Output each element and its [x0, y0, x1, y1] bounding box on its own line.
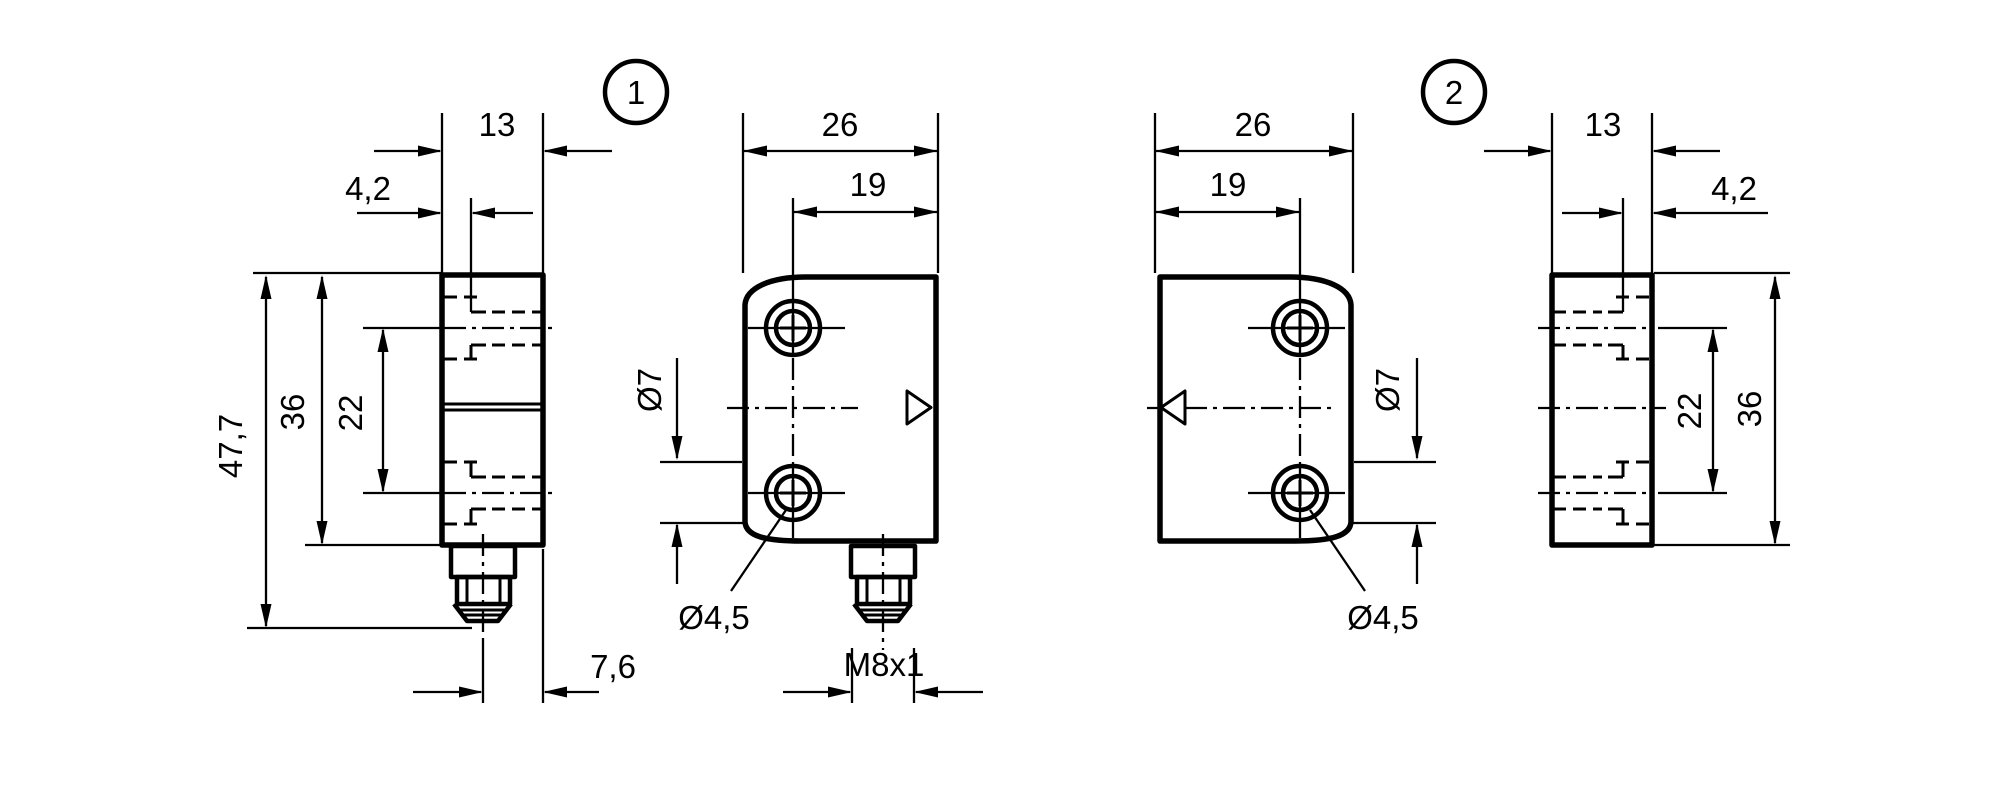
beam-direction-arrow-icon: [905, 389, 933, 426]
housing-outline: [439, 272, 546, 548]
dim-connector-offset: 7,6: [590, 648, 636, 685]
dim-counterbore: Ø7: [631, 368, 668, 412]
view-side-left: 13 4,2 47,7 36 22: [212, 106, 636, 703]
dim-mounting-hole: Ø4,5: [1347, 599, 1419, 636]
dim-width: 26: [822, 106, 859, 143]
dim-hole-to-edge: 19: [850, 166, 887, 203]
dim-width: 26: [1235, 106, 1272, 143]
dim-sleeve-depth: 4,2: [1711, 170, 1757, 207]
dim-mounting-hole: Ø4,5: [678, 599, 750, 636]
beam-direction-arrow-icon: [1159, 389, 1187, 426]
figure-1-circle-icon: [602, 58, 670, 126]
mounting-hole-upper-side: [444, 198, 556, 361]
dim-hole-spacing: 22: [1671, 393, 1708, 430]
dimensions-side-right: 13 4,2 22 36: [1484, 106, 1790, 547]
mounting-hole-lower: [748, 463, 845, 523]
mounting-hole-upper-side: [1538, 198, 1650, 361]
leader-line: [730, 509, 787, 592]
dim-hole-spacing: 22: [332, 395, 369, 432]
view-side-right: 13 4,2 22 36: [1484, 106, 1790, 548]
dim-body-height: 36: [274, 394, 311, 431]
m8-connector-side: [448, 534, 518, 642]
m8-connector-front: [848, 534, 918, 650]
figure-1-label: 1: [627, 74, 645, 111]
dim-sleeve-depth: 4,2: [345, 170, 391, 207]
view-front-left: 26 19 Ø7 Ø4,5 M8x1: [631, 106, 983, 703]
mounting-hole-lower: [1248, 463, 1345, 523]
dim-body-height: 36: [1731, 391, 1768, 428]
mounting-hole-upper: [1248, 298, 1345, 358]
figure-2-badge: 2: [1420, 58, 1488, 126]
figure-1-badge: 1: [602, 58, 670, 126]
housing-outline: [1549, 272, 1655, 548]
dim-total-height: 47,7: [212, 414, 249, 478]
dim-hole-to-edge: 19: [1210, 166, 1247, 203]
housing-outline: [742, 274, 939, 544]
dim-connector-thread: M8x1: [844, 646, 925, 683]
view-front-right: 26 19 Ø7 Ø4,5: [1147, 106, 1436, 636]
dimensions-front-right: 26 19 Ø7 Ø4,5: [1153, 106, 1436, 636]
mounting-hole-upper: [748, 298, 845, 358]
mounting-hole-lower-side: [1538, 460, 1650, 526]
dimensions-side-left: 13 4,2 47,7 36 22: [212, 106, 636, 703]
figure-2-label: 2: [1445, 74, 1463, 111]
dim-width: 13: [479, 106, 516, 143]
figure-2-circle-icon: [1420, 58, 1488, 126]
dim-width: 13: [1585, 106, 1622, 143]
dim-counterbore: Ø7: [1369, 368, 1406, 412]
mounting-hole-lower-side: [444, 460, 556, 526]
leader-line: [1309, 509, 1366, 592]
housing-outline: [1157, 274, 1354, 544]
dimensions-front-left: 26 19 Ø7 Ø4,5 M8x1: [631, 106, 983, 703]
